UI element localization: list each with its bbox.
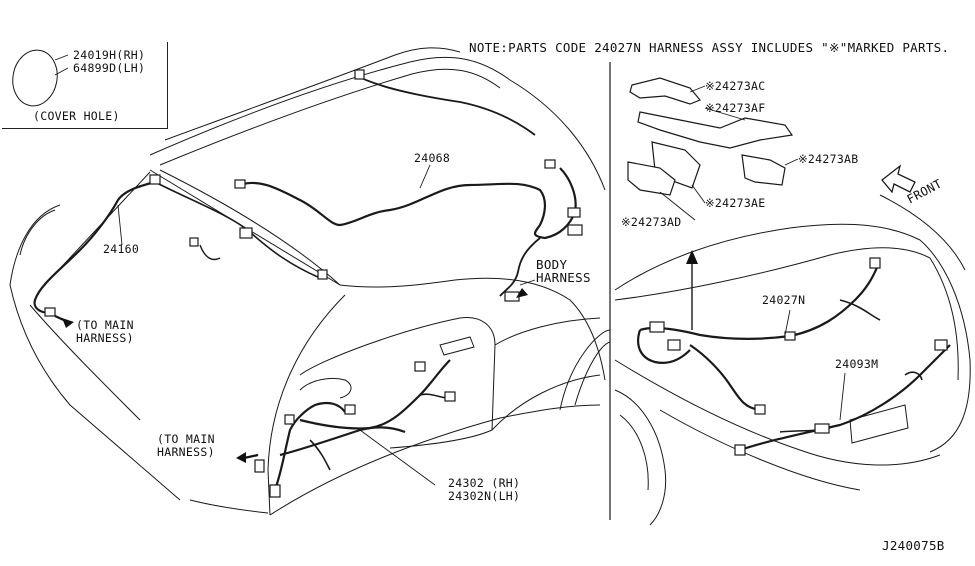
harness-24160-connectors [44, 174, 328, 317]
leader-lines-left [117, 164, 536, 486]
harness-24068-connectors [234, 69, 583, 302]
protector-24273AC [629, 77, 701, 105]
label-24068: 24068 [414, 151, 451, 165]
cover-hole-illustration [12, 49, 69, 107]
label-24273AD: ※24273AD [621, 215, 682, 229]
protector-parts [627, 77, 794, 196]
label-to-main-harness-1: (TO MAIN HARNESS) [76, 318, 134, 345]
label-24302: 24302 (RH) 24302N(LH) [448, 476, 521, 503]
car-outline-right [614, 194, 971, 526]
label-24273AF: ※24273AF [705, 101, 766, 115]
protector-24273AD [627, 161, 676, 196]
protector-24273AB [741, 154, 786, 186]
note-text: NOTE:PARTS CODE 24027N HARNESS ASSY INCL… [469, 40, 950, 55]
harness-24302 [273, 359, 451, 491]
cover-hole-legend-box [2, 42, 168, 129]
legend-rh-code: 24019H(RH) [73, 48, 146, 62]
label-24027N: 24027N [762, 293, 806, 307]
label-24160: 24160 [103, 242, 140, 256]
up-arrow [686, 250, 698, 330]
harness-24027N-connectors [649, 257, 881, 415]
label-body-harness: BODY HARNESS [536, 257, 591, 285]
diagram-id: J240075B [882, 538, 945, 553]
label-24273AB: ※24273AB [798, 152, 859, 166]
harness-24302-connectors [254, 361, 456, 498]
front-arrow-icon [881, 164, 916, 194]
label-24273AE: ※24273AE [705, 196, 766, 210]
protector-24273AF [637, 111, 794, 149]
leader-lines-right [659, 85, 846, 421]
arrows-left [54, 288, 528, 463]
car-outline-left [9, 47, 611, 516]
harness-24093M-connectors [734, 339, 948, 456]
label-to-main-harness-2: (TO MAIN HARNESS) [157, 432, 215, 459]
legend-lh-code: 64899D(LH) [73, 61, 146, 75]
label-24273AC: ※24273AC [705, 79, 766, 93]
legend-caption: (COVER HOLE) [33, 109, 120, 123]
harness-24068 [239, 74, 577, 297]
label-24093M: 24093M [835, 357, 879, 371]
